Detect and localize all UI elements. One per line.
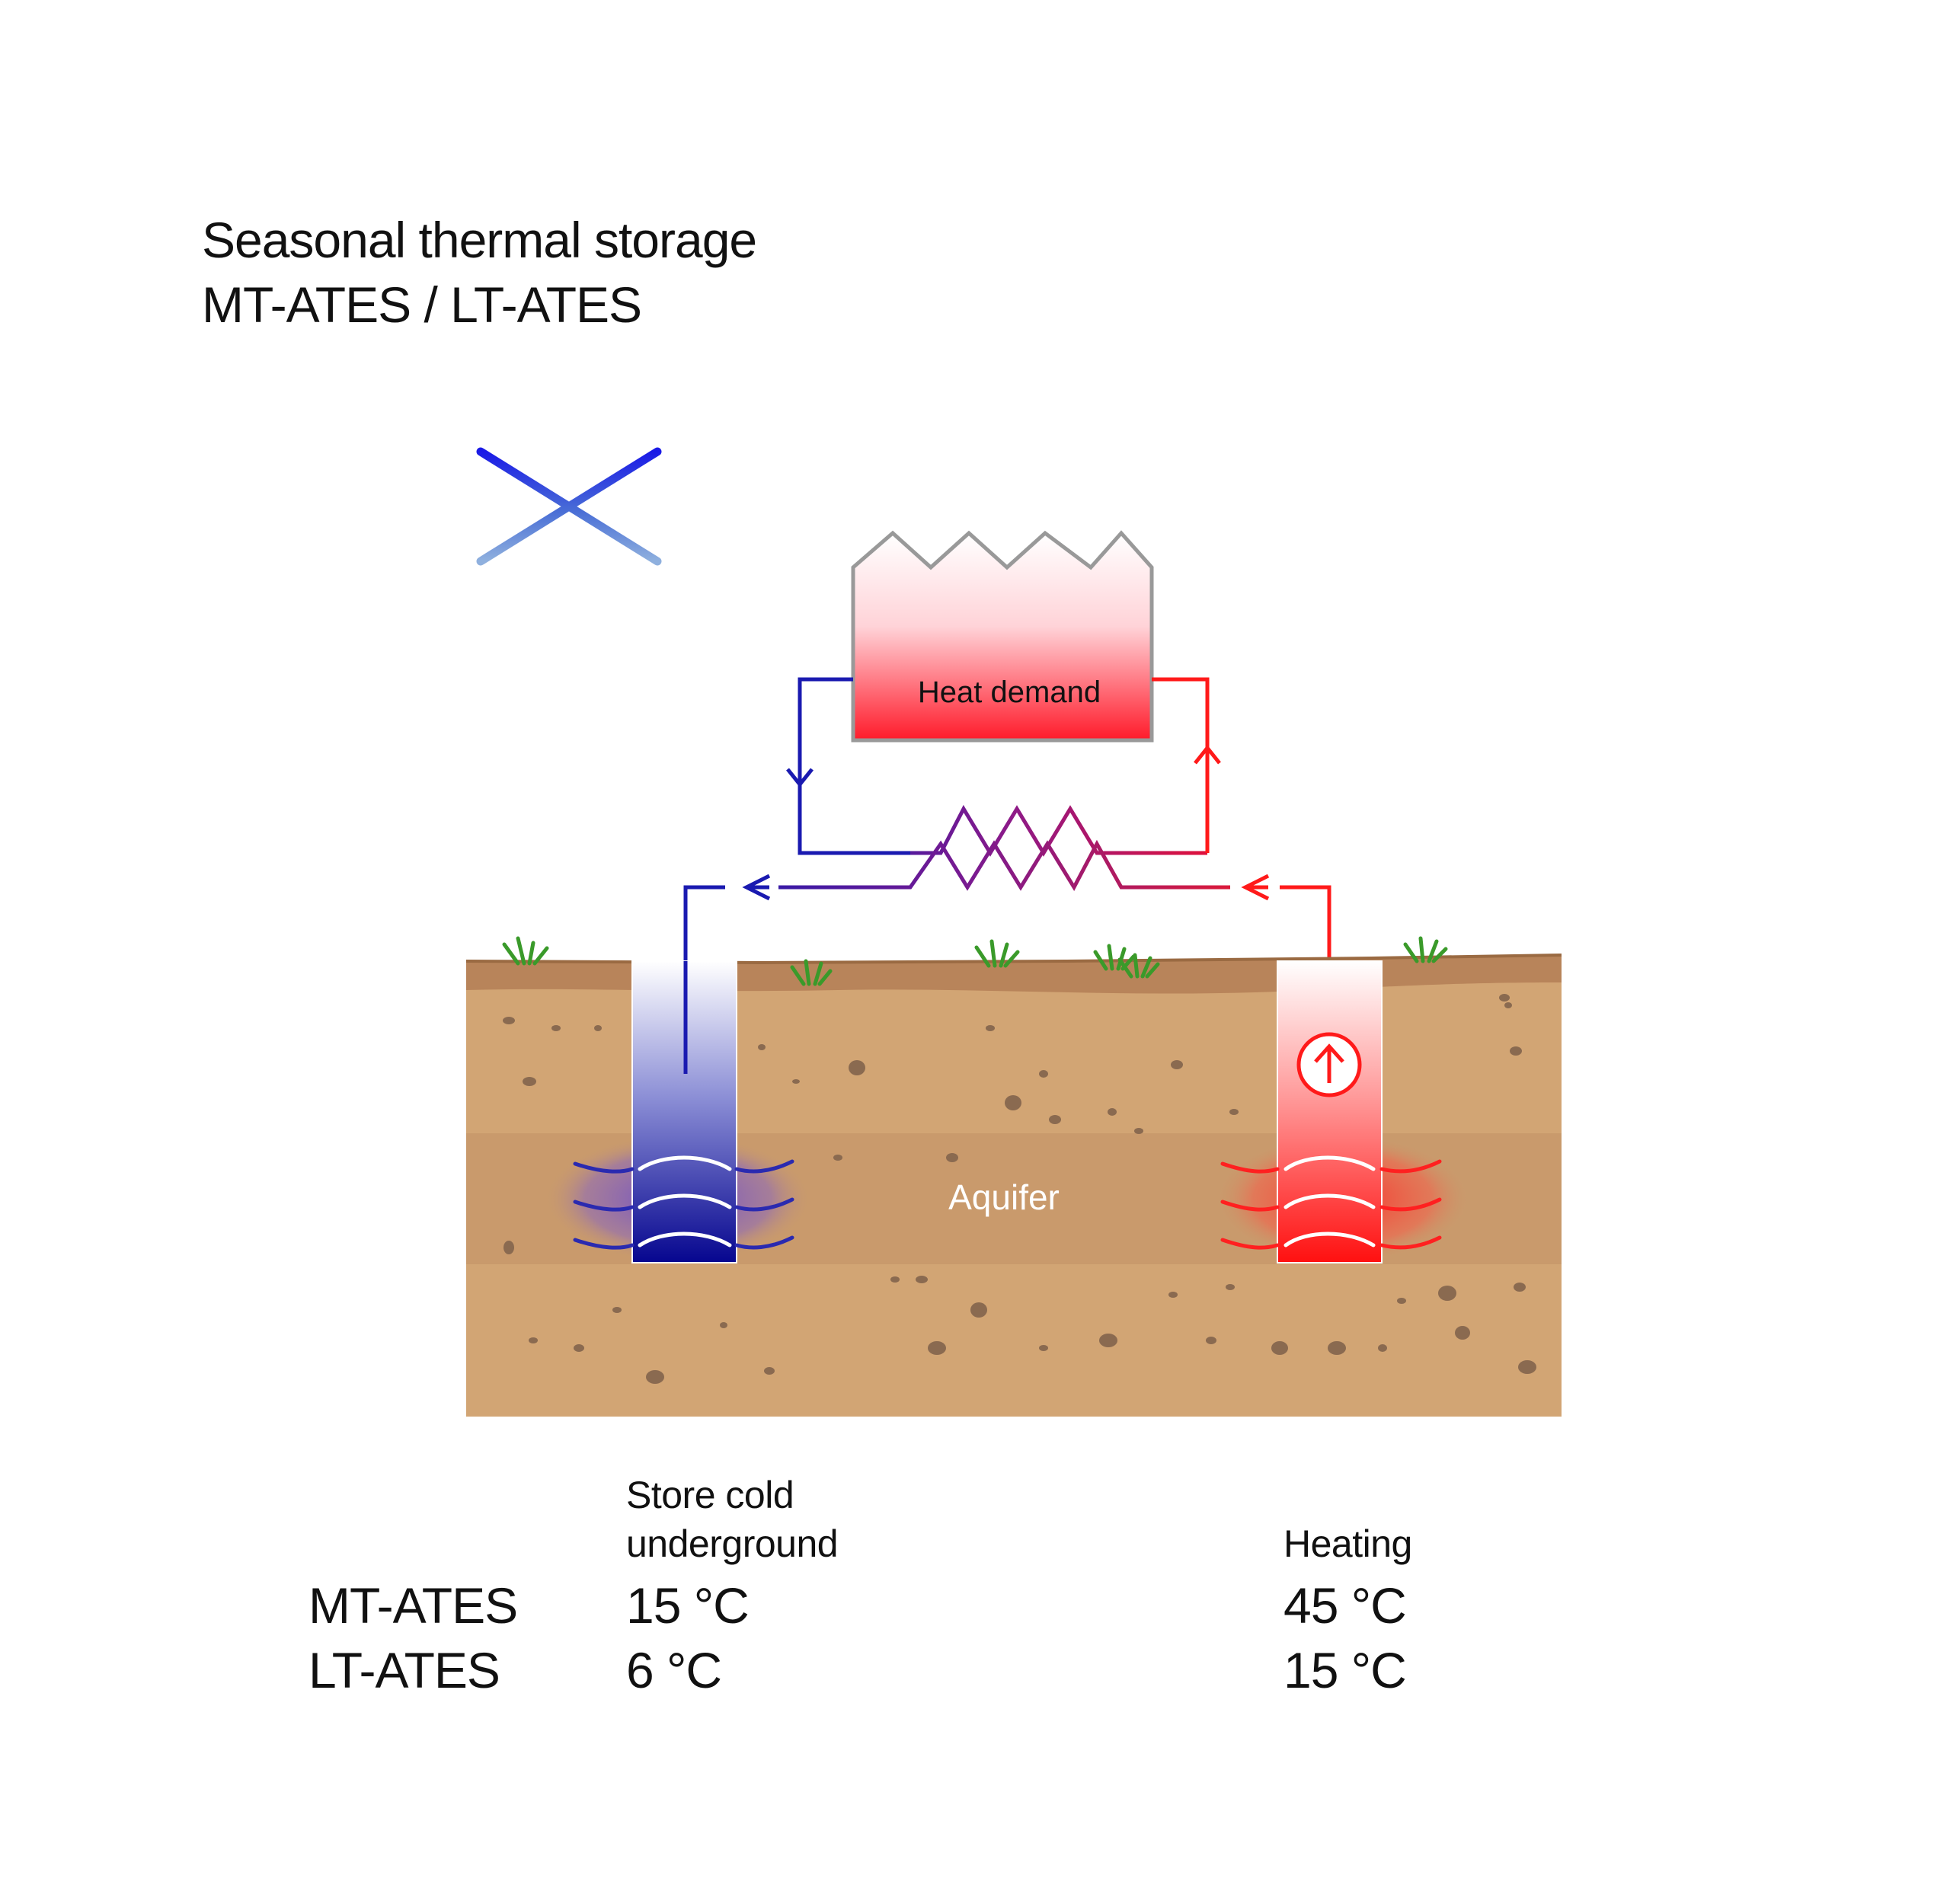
table-row-hot-value: 15 °C xyxy=(1283,1642,1407,1698)
heat-demand-label: Heat demand xyxy=(918,676,1101,709)
pump-up-arrow-icon xyxy=(1296,1032,1362,1097)
flow-arrow-down-icon xyxy=(786,768,814,788)
building-loop-pipes xyxy=(786,677,1221,857)
table-row-name: MT-ATES xyxy=(308,1577,518,1634)
diagram-title-line1: Seasonal thermal storage xyxy=(202,212,757,268)
table-row-name: LT-ATES xyxy=(308,1642,500,1698)
table-row-cold-value: 15 °C xyxy=(626,1577,750,1634)
cold-column-header-line2: underground xyxy=(626,1522,839,1565)
flow-arrow-up-icon xyxy=(1194,744,1221,765)
diagram-title-line2: MT-ATES / LT-ATES xyxy=(202,276,642,333)
hot-well xyxy=(1215,960,1470,1263)
aquifer-label: Aquifer xyxy=(948,1177,1060,1217)
cold-well xyxy=(545,960,811,1263)
table-row-cold-value: 6 °C xyxy=(626,1642,722,1698)
cold-column-header-line1: Store cold xyxy=(626,1474,794,1516)
hot-column-header: Heating xyxy=(1283,1522,1412,1565)
grass-tufts xyxy=(502,936,1448,986)
snowflake-icon xyxy=(476,401,662,614)
table-row-hot-value: 45 °C xyxy=(1283,1577,1407,1634)
heat-demand-building: Heat demand xyxy=(851,530,1154,743)
